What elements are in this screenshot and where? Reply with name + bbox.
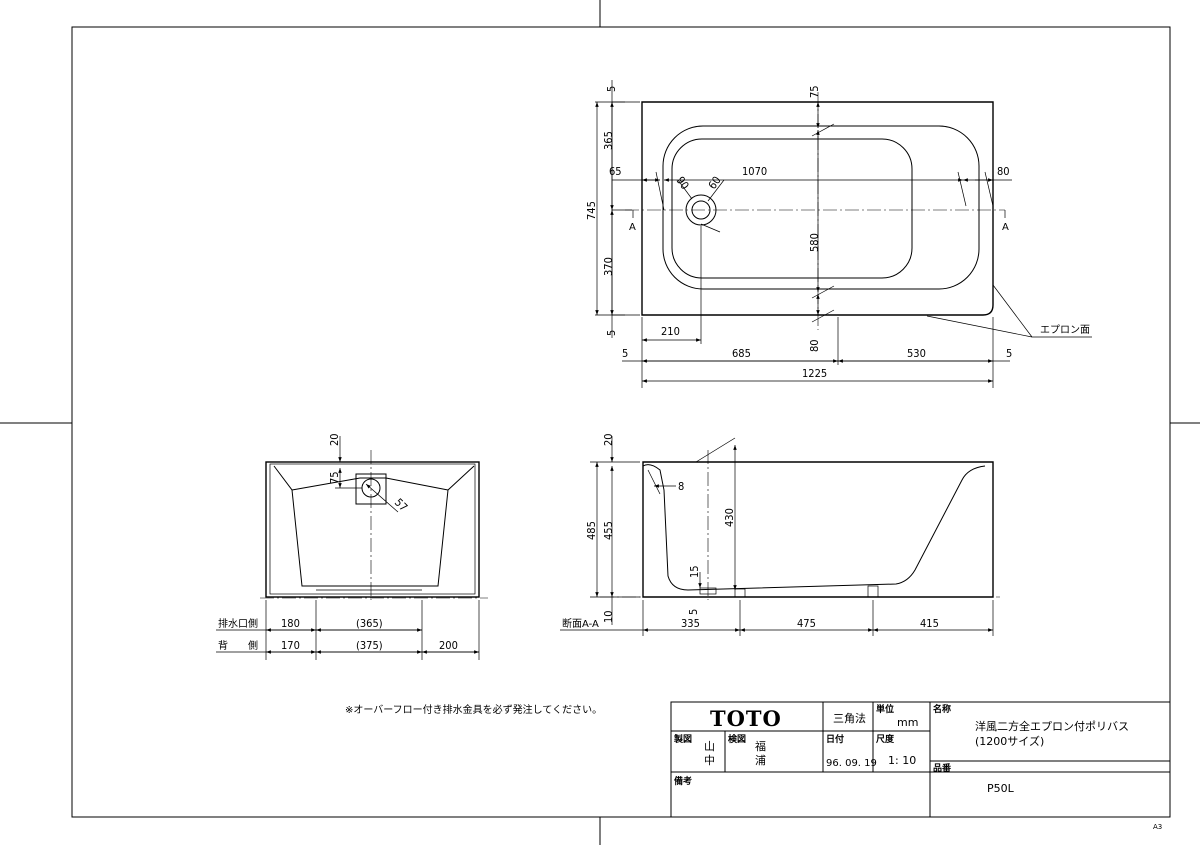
dim-top-margin: 5: [605, 86, 618, 92]
dim-total-depth: 745: [585, 201, 598, 220]
title-block: TOTO 三角法 単位 mm 名称 洋風二方全エプロン付ポリバス (1200サイ…: [670, 701, 1171, 818]
plan-inner-outline: [662, 125, 980, 290]
dim-inner-width: 580: [808, 233, 821, 252]
end-row2-v2: (375): [356, 639, 383, 652]
section-view: 20 485 455 10 430 8 15 5 断面A-A 335 475 4…: [560, 433, 1000, 636]
projection-method: 三角法: [833, 711, 866, 725]
dim-bottom-margin: 5: [605, 330, 618, 336]
sec-dim-bottom-gap: 5: [687, 609, 700, 615]
end-dim-drain-dia: 57: [392, 496, 410, 514]
end-row2-v3: 200: [439, 639, 458, 652]
dim-bottom-flange: 80: [808, 339, 821, 352]
dim-lower-half: 370: [602, 257, 615, 276]
dim-right-flange: 80: [997, 165, 1010, 178]
end-row1-label: 排水口側: [218, 617, 258, 630]
dim-right-part: 530: [907, 347, 926, 360]
drawn-by-2: 中: [704, 754, 715, 767]
name-label: 名称: [933, 703, 951, 715]
end-row2-label: 背 側: [218, 639, 258, 652]
sec-dim-wall: 8: [678, 480, 684, 493]
dim-left-part: 685: [732, 347, 751, 360]
dim-drain-outer: 90: [674, 174, 692, 192]
sec-label: 断面A-A: [562, 617, 599, 630]
sec-dim-inner-height: 455: [602, 521, 615, 540]
sec-dim-drain-step: 15: [688, 565, 701, 578]
brand-logo: TOTO: [710, 706, 782, 731]
product-name-line1: 洋風二方全エプロン付ポリバス: [975, 719, 1129, 733]
sec-dim-seg2: 475: [797, 617, 816, 630]
dim-top-flange: 75: [808, 85, 821, 98]
dim-left-margin: 5: [622, 347, 628, 360]
part-no-value: P50L: [987, 782, 1015, 795]
end-dim-drain-height: 75: [328, 471, 341, 484]
dim-upper-half: 365: [602, 131, 615, 150]
date-value: 96. 09. 19: [826, 758, 877, 769]
unit-value: mm: [897, 716, 918, 729]
end-view: 20 75 57 排水口側 180 (365) 背 側 170 (375) 20…: [216, 433, 488, 660]
sec-dim-seg1: 335: [681, 617, 700, 630]
plan-view: エプロン面 A A 5 365 745 370 5 75 580 80: [585, 80, 1092, 388]
sec-dim-top: 20: [602, 433, 615, 446]
plan-outer-rim: [641, 101, 994, 316]
date-label: 日付: [826, 733, 844, 745]
scale-label: 尺度: [876, 733, 895, 745]
checked-label: 検図: [728, 733, 746, 745]
sec-dim-base: 10: [602, 610, 615, 623]
drawn-by-1: 山: [704, 740, 715, 753]
remarks-label: 備考: [674, 775, 692, 787]
section-mark-right: A: [1002, 222, 1009, 233]
end-row2-v1: 170: [281, 639, 300, 652]
unit-label: 単位: [876, 703, 894, 715]
dim-drain-offset: 210: [661, 325, 680, 338]
sec-dim-depth: 430: [723, 508, 736, 527]
scale-value: 1: 10: [888, 754, 916, 767]
checked-by-1: 福: [755, 739, 766, 753]
part-no-label: 品番: [933, 762, 952, 774]
dim-left-flange: 65: [609, 165, 622, 178]
plan-basin-floor: [671, 138, 913, 279]
checked-by-2: 浦: [755, 754, 766, 767]
dim-right-margin: 5: [1006, 347, 1012, 360]
end-row1-v1: 180: [281, 617, 300, 630]
sheet-size: A3: [1153, 823, 1162, 831]
end-dim-top: 20: [328, 433, 341, 446]
section-mark-left: A: [629, 222, 636, 233]
dim-inner-length: 1070: [742, 165, 767, 178]
order-note: ※オーバーフロー付き排水金具を必ず発注してください。: [345, 703, 602, 716]
drawn-label: 製図: [673, 733, 692, 745]
end-row1-v2: (365): [356, 617, 383, 630]
product-name-line2: (1200サイズ): [975, 734, 1044, 748]
dim-drain-inner: 60: [706, 174, 724, 192]
sec-dim-seg3: 415: [920, 617, 939, 630]
dim-total-length: 1225: [802, 367, 827, 380]
apron-label: エプロン面: [1040, 324, 1090, 336]
sec-dim-total-height: 485: [585, 521, 598, 540]
